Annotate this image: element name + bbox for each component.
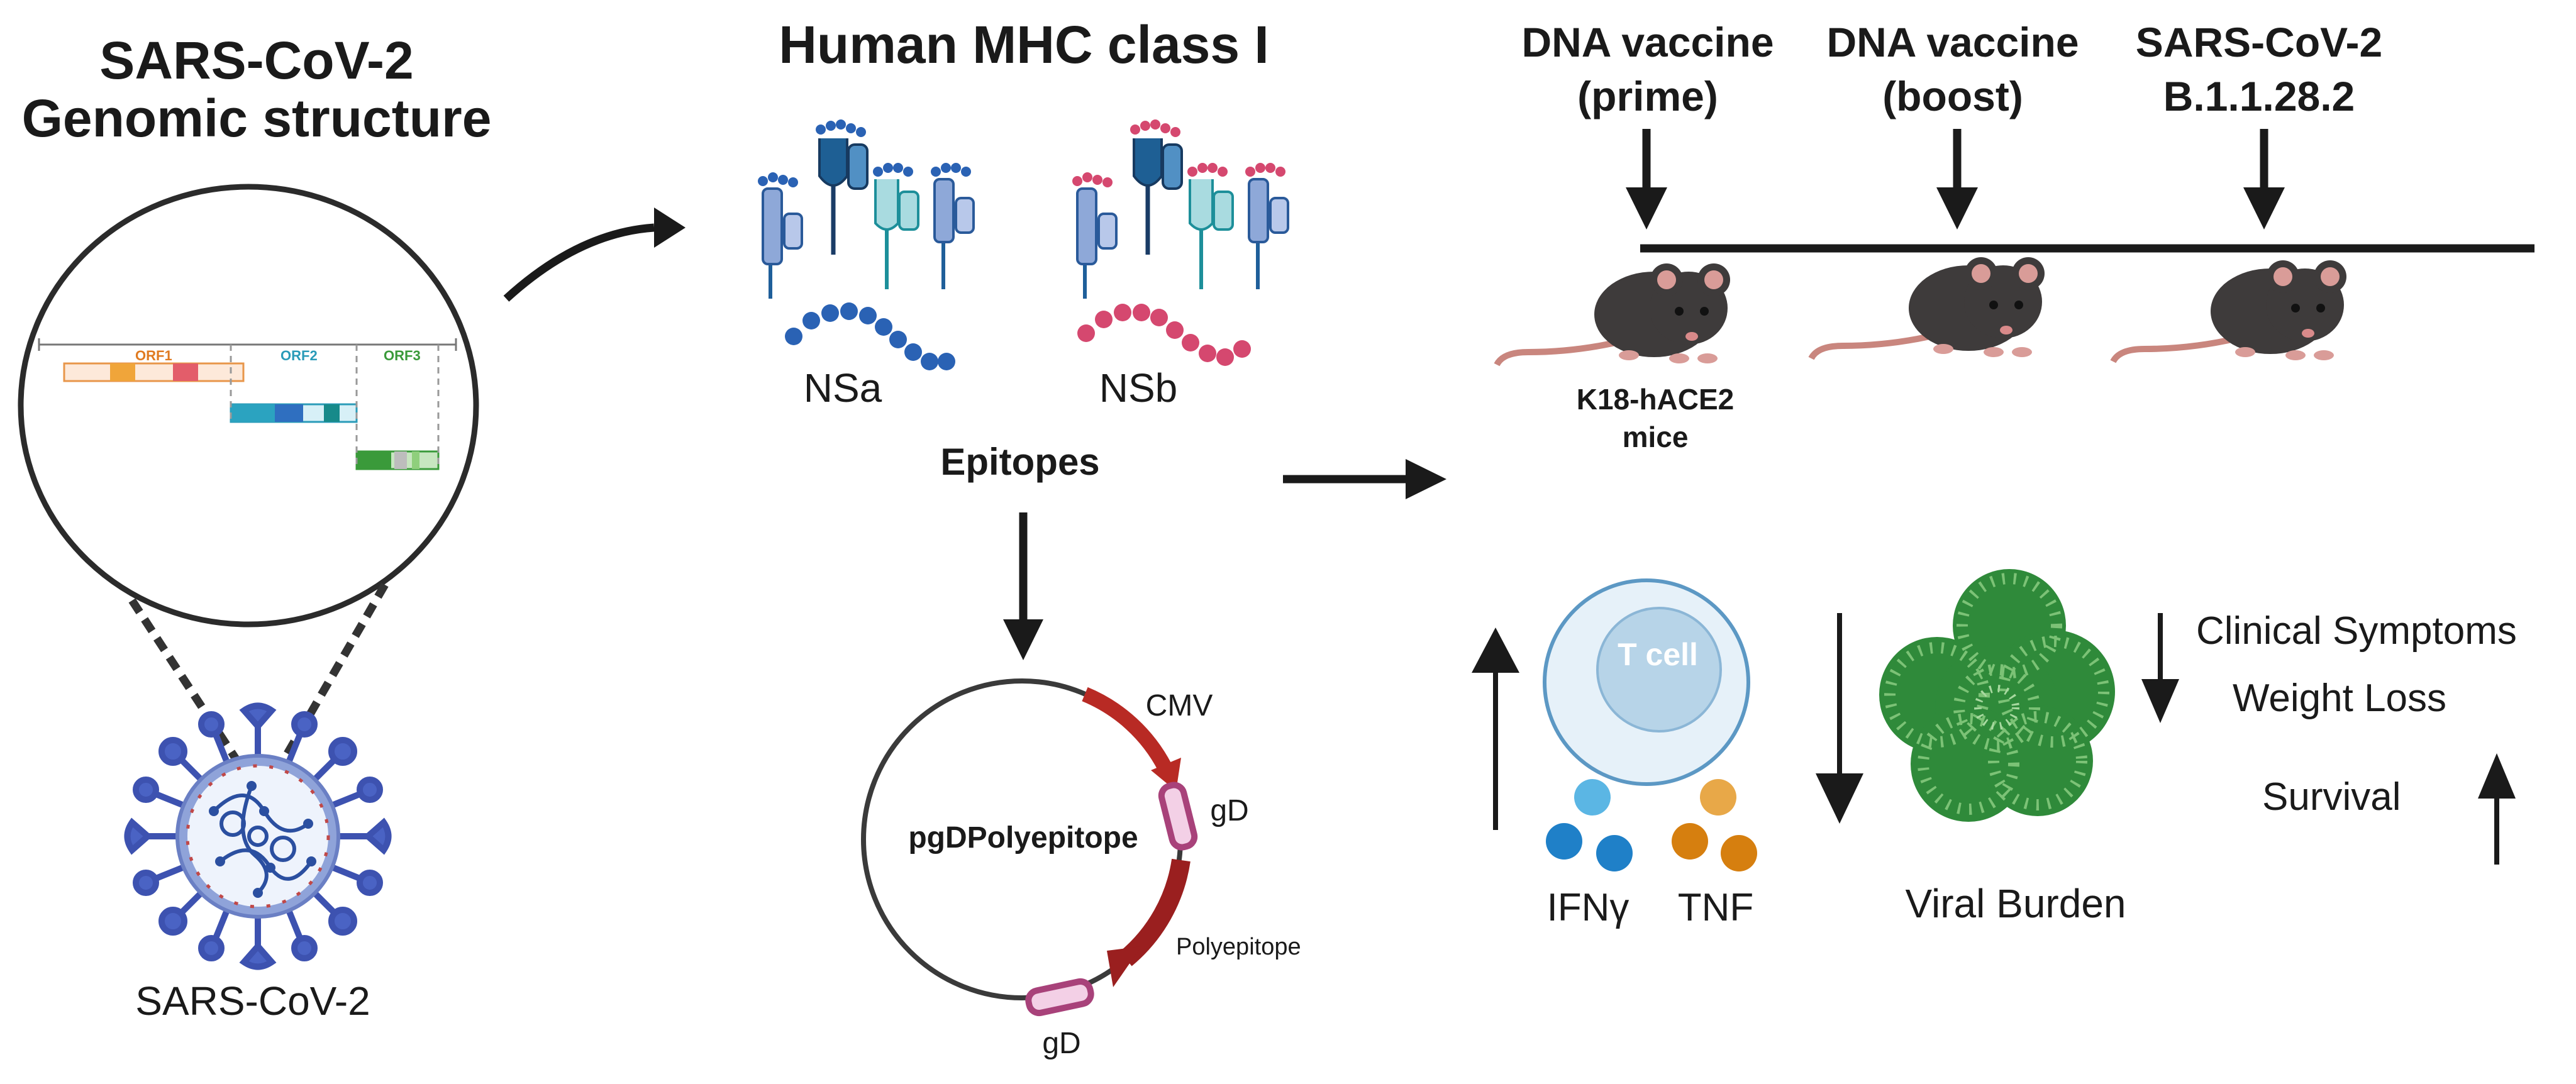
curved-arrow <box>503 223 655 302</box>
ifn-gamma-molecules <box>1546 779 1633 871</box>
orf2-label: ORF2 <box>280 348 318 363</box>
gd-label-top: gD <box>1210 794 1249 827</box>
boost-line1: DNA vaccine <box>1826 19 2079 65</box>
genome-title-line1: SARS-CoV-2 <box>99 31 414 90</box>
weight-loss-label: Weight Loss <box>2233 677 2447 720</box>
challenge-line1: SARS-CoV-2 <box>2135 19 2383 65</box>
viral-burden-label: Viral Burden <box>1905 881 2126 926</box>
mouse-1 <box>1494 263 1730 367</box>
prime-line2: (prime) <box>1577 73 1718 119</box>
timeline <box>1626 129 2534 253</box>
mhc-group-nsa <box>758 119 975 370</box>
nsb-label: NSb <box>1099 365 1178 411</box>
genome-zoom-circle <box>18 184 479 628</box>
nsa-peptide-chain <box>785 302 955 370</box>
genome-title-line2: Genomic structure <box>21 89 492 148</box>
mice-label: K18-hACE2 mice <box>1577 380 1735 456</box>
boost-line2: (boost) <box>1882 73 2023 119</box>
gd-segment-bottom <box>1025 978 1094 1017</box>
epitopes-label: Epitopes <box>940 441 1100 483</box>
virus-cluster <box>1879 569 2115 822</box>
boost-step-label: DNA vaccine (boost) <box>1826 15 2079 123</box>
mice-line1: K18-hACE2 <box>1576 383 1735 416</box>
zoom-guide-left <box>128 598 255 785</box>
orf1-bar <box>63 362 245 382</box>
orf3-label: ORF3 <box>384 348 421 363</box>
cmv-label: CMV <box>1145 689 1213 722</box>
virus-particle <box>124 702 392 970</box>
challenge-step-label: SARS-CoV-2 B.1.1.28.2 <box>2136 15 2382 123</box>
boost-arrow <box>1936 187 1978 230</box>
zoom-guide-right <box>267 582 389 785</box>
plasmid-map <box>861 678 1198 1017</box>
genome-title: SARS-CoV-2 Genomic structure <box>22 31 492 147</box>
tcell-label: T cell <box>1618 637 1698 672</box>
genome-zoom-panel <box>18 184 479 628</box>
tcell <box>1543 578 1750 786</box>
cmv-promoter-arc <box>1082 687 1172 771</box>
polyepitope-label: Polyepitope <box>1176 934 1301 960</box>
clinical-symptoms-label: Clinical Symptoms <box>2196 609 2517 653</box>
ifn-label: IFNγ <box>1546 886 1629 929</box>
prime-line1: DNA vaccine <box>1521 19 1774 65</box>
virus-label: SARS-CoV-2 <box>135 978 370 1024</box>
gd-label-bottom: gD <box>1042 1027 1081 1060</box>
mhc-group-nsb <box>1072 119 1289 366</box>
tnf-molecules <box>1672 779 1757 871</box>
orf1-label: ORF1 <box>135 348 172 363</box>
nsb-peptide-chain <box>1077 304 1251 366</box>
nsa-label: NSa <box>803 365 882 411</box>
mice-line2: mice <box>1622 421 1689 453</box>
plasmid-name: pgDPolyepitope <box>908 821 1138 854</box>
challenge-arrow <box>2243 187 2285 230</box>
prime-step-label: DNA vaccine (prime) <box>1521 15 1774 123</box>
challenge-line2: B.1.1.28.2 <box>2163 73 2355 119</box>
mouse-3 <box>2110 260 2346 363</box>
gd-segment-top <box>1158 782 1198 851</box>
mouse-2 <box>1808 257 2045 360</box>
mhc-title: Human MHC class I <box>779 15 1269 74</box>
survival-label: Survival <box>2262 775 2401 819</box>
prime-arrow <box>1626 187 1667 230</box>
tnf-label: TNF <box>1677 886 1754 929</box>
